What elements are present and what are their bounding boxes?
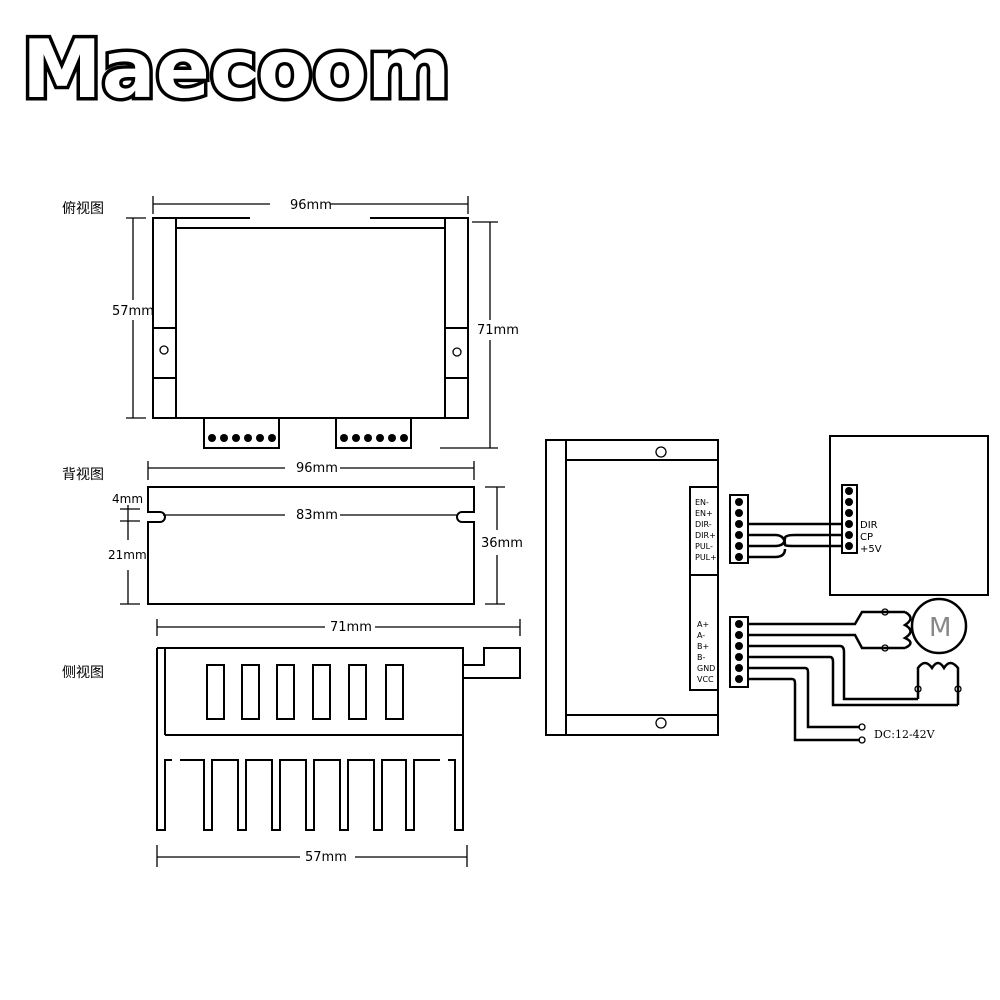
dim-label: 21mm xyxy=(108,548,147,562)
dim-label: 96mm xyxy=(296,461,338,476)
controller-terminal-label: CP xyxy=(860,532,873,543)
wiring-diagram: EN- EN+ DIR- DIR+ PUL- PUL+ A+ A- B+ B- … xyxy=(545,435,989,744)
motor-icon xyxy=(910,597,968,655)
screw-icon xyxy=(452,347,462,357)
dim-label: 71mm xyxy=(477,323,519,338)
terminal-screws xyxy=(208,434,408,442)
motor-label: M xyxy=(929,613,951,643)
chip-row xyxy=(206,664,404,720)
signal-wires xyxy=(748,522,842,559)
terminal-label: A- xyxy=(697,631,705,640)
dim-label: 57mm xyxy=(112,304,154,319)
terminal-label: PUL+ xyxy=(695,553,717,562)
screw-icon xyxy=(159,345,169,355)
controller-terminal-label: +5V xyxy=(860,544,882,555)
back-view: 背视图 96mm 83mm 4mm 21mm 36mm xyxy=(62,461,523,605)
controller-terminal-label: DIR xyxy=(860,520,878,531)
screw-icon xyxy=(655,717,667,729)
terminal-label: B+ xyxy=(697,642,709,651)
dim-label: 57mm xyxy=(305,850,347,865)
dim-label: 71mm xyxy=(330,620,372,635)
dim-label: 4mm xyxy=(112,492,143,506)
dim-96-top xyxy=(152,196,469,214)
power-wires xyxy=(748,610,960,742)
screw-icon xyxy=(655,446,667,458)
dim-label: 83mm xyxy=(296,508,338,523)
terminal-screws xyxy=(735,487,853,683)
terminal-label: B- xyxy=(697,653,705,662)
terminal-label: EN+ xyxy=(695,509,713,518)
top-view-label: 俯视图 xyxy=(62,201,104,217)
terminal-label: DIR+ xyxy=(695,531,716,540)
back-view-label: 背视图 xyxy=(62,467,104,483)
terminal-label: VCC xyxy=(697,675,714,684)
terminal-label: PUL- xyxy=(695,542,713,551)
terminal-label: DIR- xyxy=(695,520,712,529)
top-view: 俯视图 96mm 57mm 71mm xyxy=(62,196,519,449)
dim-label: 36mm xyxy=(481,536,523,551)
side-view-label: 侧视图 xyxy=(62,665,104,681)
terminal-label: EN- xyxy=(695,498,709,507)
power-supply-label: DC:12-42V xyxy=(874,728,936,741)
dim-label: 96mm xyxy=(290,198,332,213)
side-view: 侧视图 71mm 57mm xyxy=(62,619,521,867)
terminal-label: A+ xyxy=(697,620,709,629)
terminal-label: GND xyxy=(697,664,715,673)
brand-logo: Maecoom xyxy=(22,23,451,116)
